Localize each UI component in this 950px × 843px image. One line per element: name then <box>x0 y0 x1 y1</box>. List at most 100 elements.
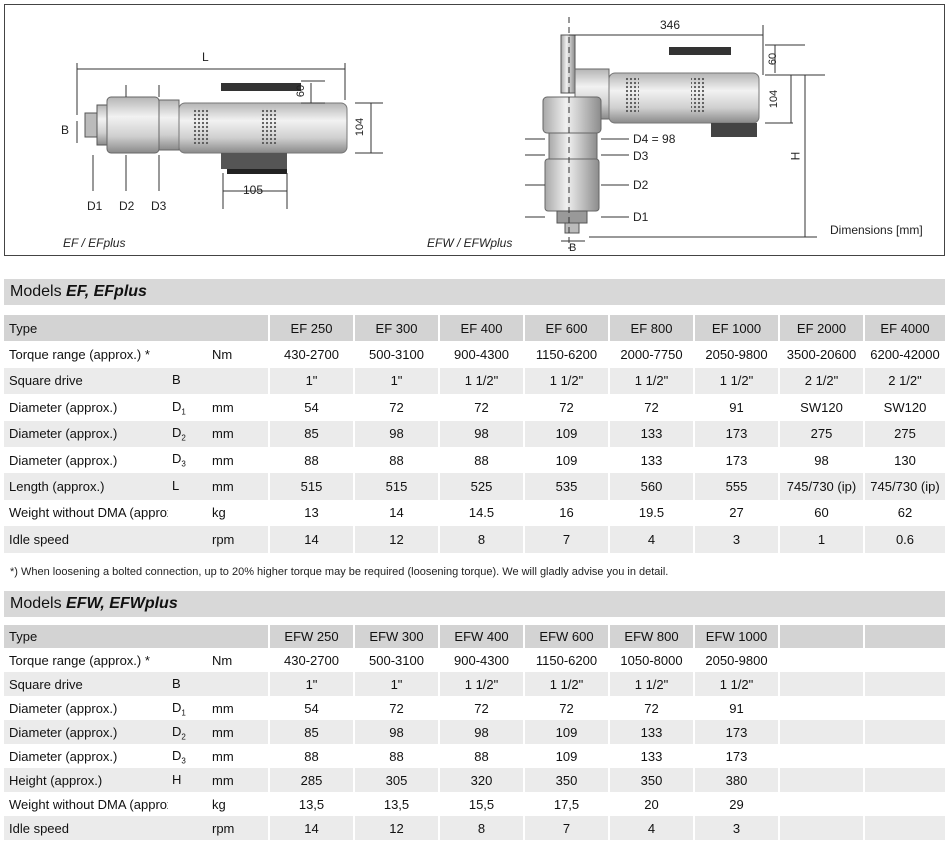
dim-D3-label: D3 <box>151 199 167 213</box>
value-cell: 72 <box>608 394 693 421</box>
value-cell: 4 <box>608 816 693 841</box>
value-cell: 109 <box>523 744 608 769</box>
value-cell: 1 1/2" <box>523 672 608 697</box>
value-cell <box>863 744 945 769</box>
ef-title-prefix: Models <box>10 283 67 300</box>
model-header <box>778 625 863 649</box>
symbol-text: B <box>172 675 181 691</box>
row-unit: mm <box>212 700 234 716</box>
value-cell: 4 <box>608 526 693 553</box>
row-unit: mm <box>212 748 234 764</box>
row-symbol: H <box>168 768 208 793</box>
symbol-text: D <box>172 424 182 440</box>
value-cell: 7 <box>523 816 608 841</box>
model-header <box>168 315 208 342</box>
value-cell: 29 <box>693 792 778 817</box>
value-cell <box>863 648 945 673</box>
value-cell <box>863 696 945 721</box>
value-cell: 2050-9800 <box>693 341 778 368</box>
row-label: Diameter (approx.) <box>9 452 118 468</box>
symbol-subscript: 2 <box>181 433 186 443</box>
row-label: Diameter (approx.) <box>4 720 168 745</box>
row-symbol: D1 <box>168 394 208 420</box>
value-cell: 173 <box>693 744 778 769</box>
dim-efw-60-label: 60 <box>767 52 780 66</box>
symbol-text: D <box>172 723 182 739</box>
value-cell: 320 <box>438 768 523 793</box>
dim-D1-label: D1 <box>87 199 103 213</box>
row-symbol <box>168 500 208 526</box>
value-cell <box>863 720 945 745</box>
model-header: EF 250 <box>268 315 353 342</box>
row-symbol <box>168 792 208 816</box>
value-cell: 14 <box>268 526 353 553</box>
row-symbol: L <box>168 473 208 500</box>
value-cell: 6200-42000 <box>863 341 945 368</box>
value-cell: 98 <box>438 720 523 745</box>
dimension-drawing <box>76 17 825 249</box>
value-cell: 745/730 (ip) <box>863 473 945 500</box>
value-cell: 1 1/2" <box>693 672 778 697</box>
row-unit: mm <box>212 452 234 468</box>
value-cell: 72 <box>608 696 693 721</box>
value-cell: 500-3100 <box>353 648 438 673</box>
row-label: Diameter (approx.) <box>4 420 168 447</box>
value-cell: SW120 <box>863 394 945 421</box>
symbol-text: D <box>172 699 182 715</box>
model-header: EF 800 <box>608 315 693 342</box>
value-cell: 1150-6200 <box>523 341 608 368</box>
value-cell: 98 <box>778 446 863 474</box>
value-cell: 72 <box>523 696 608 721</box>
value-cell: 275 <box>863 420 945 447</box>
dim-D4-label: D4 = 98 <box>633 132 676 146</box>
row-symbol: B <box>168 672 208 697</box>
row-label: Weight without DMA (approx.) <box>9 796 168 812</box>
dim-B-label: B <box>61 123 70 137</box>
dim-60-label: 60 <box>295 84 308 98</box>
row-label: Weight without DMA (approx.) <box>9 505 168 521</box>
value-cell: 2000-7750 <box>608 341 693 368</box>
dimensions-unit-label: Dimensions [mm] <box>830 223 923 237</box>
value-cell: 14.5 <box>438 499 523 527</box>
row-symbol: D3 <box>168 744 208 768</box>
row-label: Square drive <box>4 672 168 697</box>
row-label: Diameter (approx.) <box>9 700 118 716</box>
model-header: EF 4000 <box>863 315 945 342</box>
symbol-subscript: 3 <box>181 459 186 469</box>
model-header <box>208 625 268 649</box>
value-cell: 20 <box>608 792 693 817</box>
value-cell: 13 <box>268 499 353 527</box>
value-cell: 88 <box>268 446 353 474</box>
model-header: EFW 300 <box>353 625 438 649</box>
value-cell: 91 <box>693 696 778 721</box>
dim-105-label: 105 <box>243 183 264 197</box>
value-cell <box>778 672 863 697</box>
efw-section-title: Models EFW, EFWplus <box>4 591 945 617</box>
dim-104-label: 104 <box>354 117 367 137</box>
value-cell: 0.6 <box>863 526 945 553</box>
value-cell: 1 <box>778 526 863 553</box>
value-cell: 1050-8000 <box>608 648 693 673</box>
symbol-subscript: 2 <box>181 732 186 742</box>
row-unit: mm <box>208 768 268 793</box>
value-cell <box>778 744 863 769</box>
value-cell: 13,5 <box>268 792 353 817</box>
value-cell: 91 <box>693 394 778 421</box>
row-unit: kg <box>212 796 226 812</box>
efw-tool-illustration <box>542 34 760 234</box>
value-cell: 133 <box>608 420 693 447</box>
value-cell: 85 <box>268 720 353 745</box>
type-header: Type <box>4 625 168 649</box>
value-cell: 8 <box>438 526 523 553</box>
value-cell: 15,5 <box>438 792 523 817</box>
model-header: EF 300 <box>353 315 438 342</box>
row-symbol <box>168 816 208 841</box>
